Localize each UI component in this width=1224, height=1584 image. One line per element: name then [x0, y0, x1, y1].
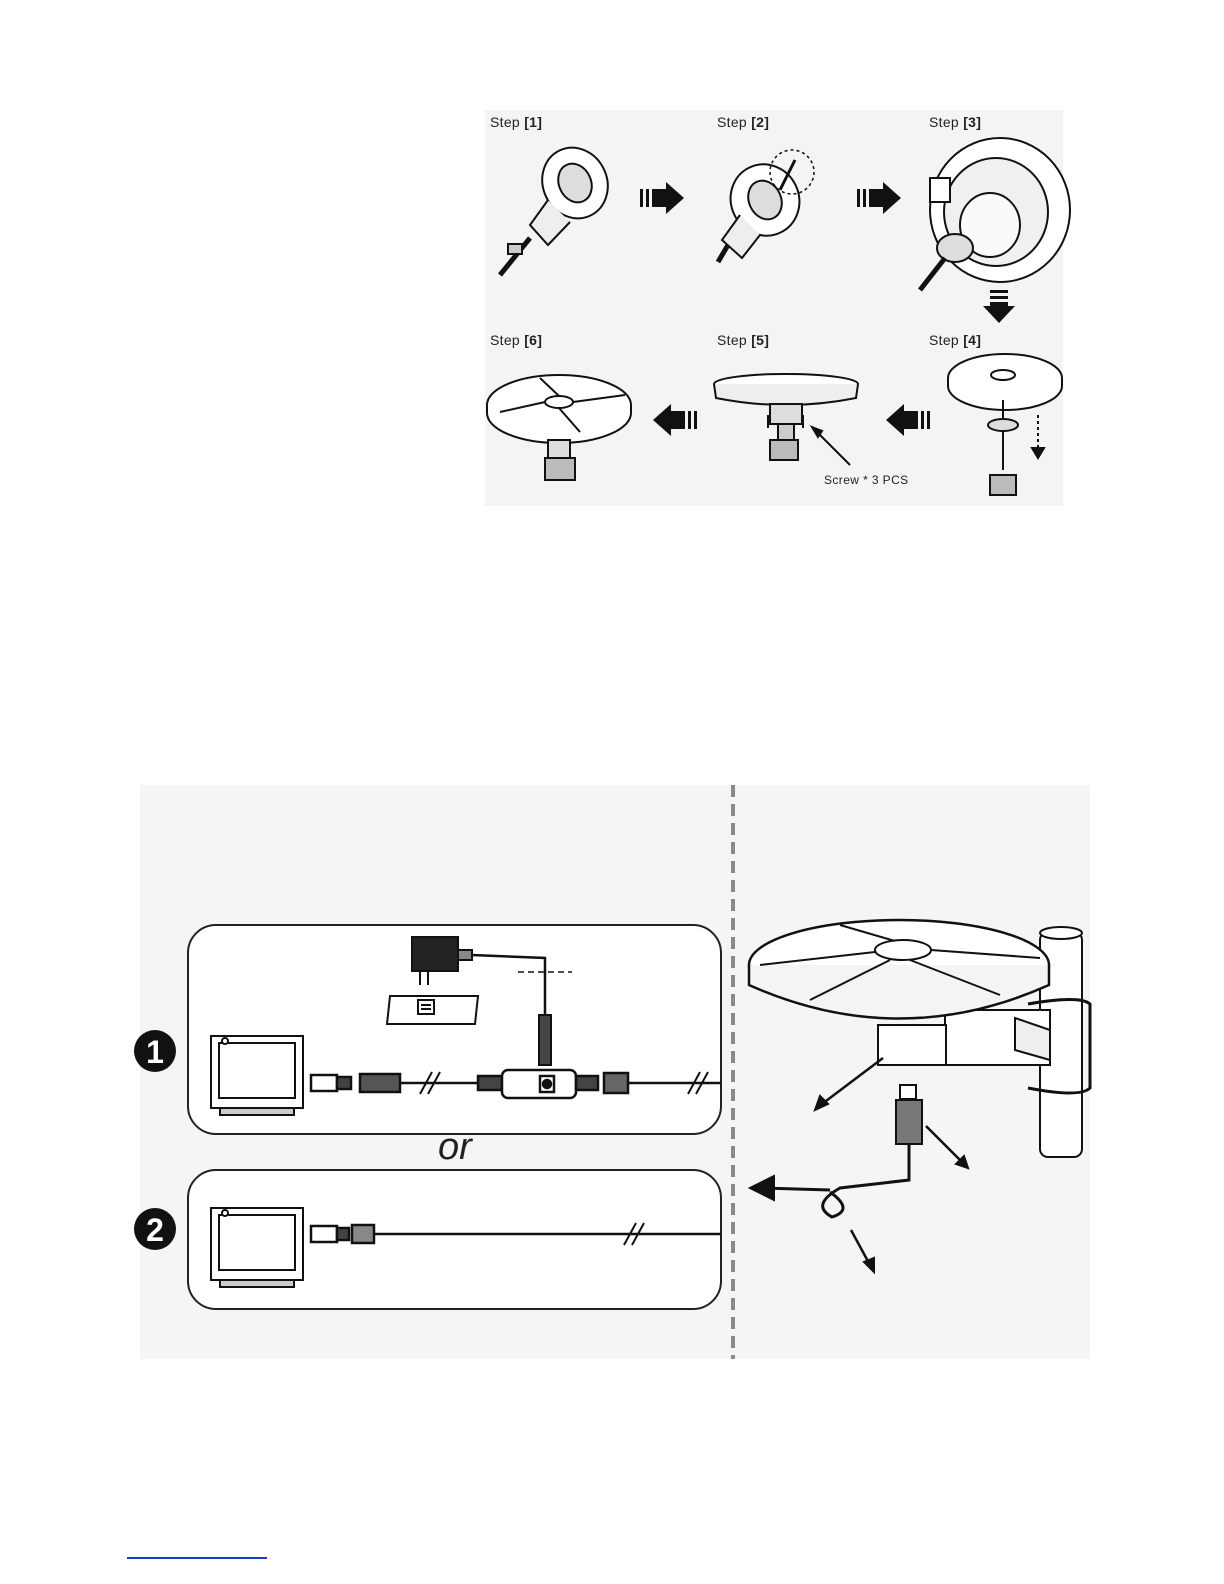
- wall-outlet-icon: [387, 996, 478, 1024]
- svg-text:2: 2: [146, 1212, 164, 1248]
- footer-link-underline[interactable]: [127, 1557, 267, 1559]
- tv-icon: [211, 1208, 303, 1287]
- circled-number-1-icon: 1: [134, 1030, 176, 1072]
- outdoor-antenna-illustration: [749, 920, 1090, 1272]
- circled-number-2-icon: 2: [134, 1208, 176, 1250]
- tv-icon: [211, 1036, 303, 1115]
- svg-text:1: 1: [146, 1034, 164, 1070]
